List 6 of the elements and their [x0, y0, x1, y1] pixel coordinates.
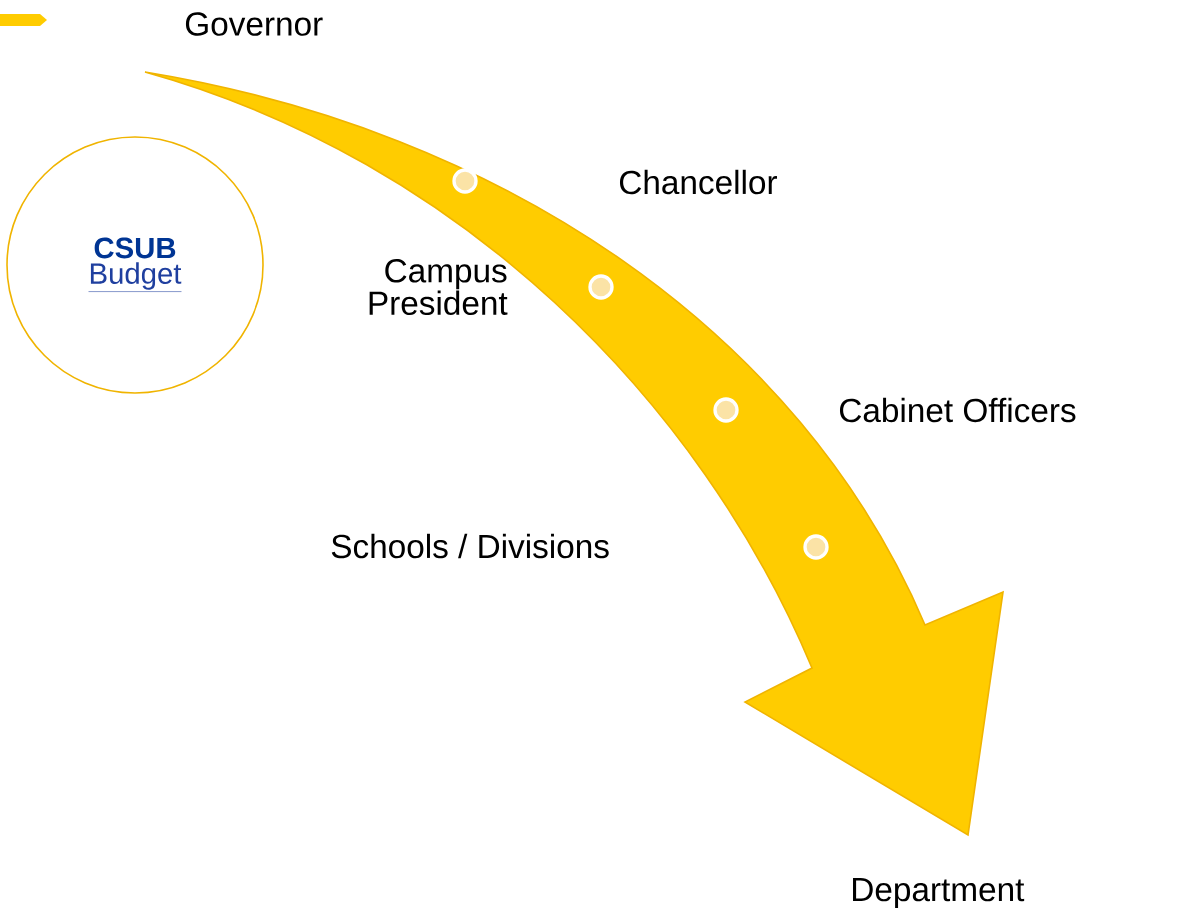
stage-label: Schools / Divisions: [331, 533, 609, 559]
stage-label: Campus President: [369, 259, 508, 315]
stage-label: Cabinet Officers: [839, 397, 1076, 423]
stage-label: Chancellor: [619, 169, 777, 195]
stage-label: Department: [853, 878, 1025, 908]
stage-label: Governor: [185, 12, 323, 36]
